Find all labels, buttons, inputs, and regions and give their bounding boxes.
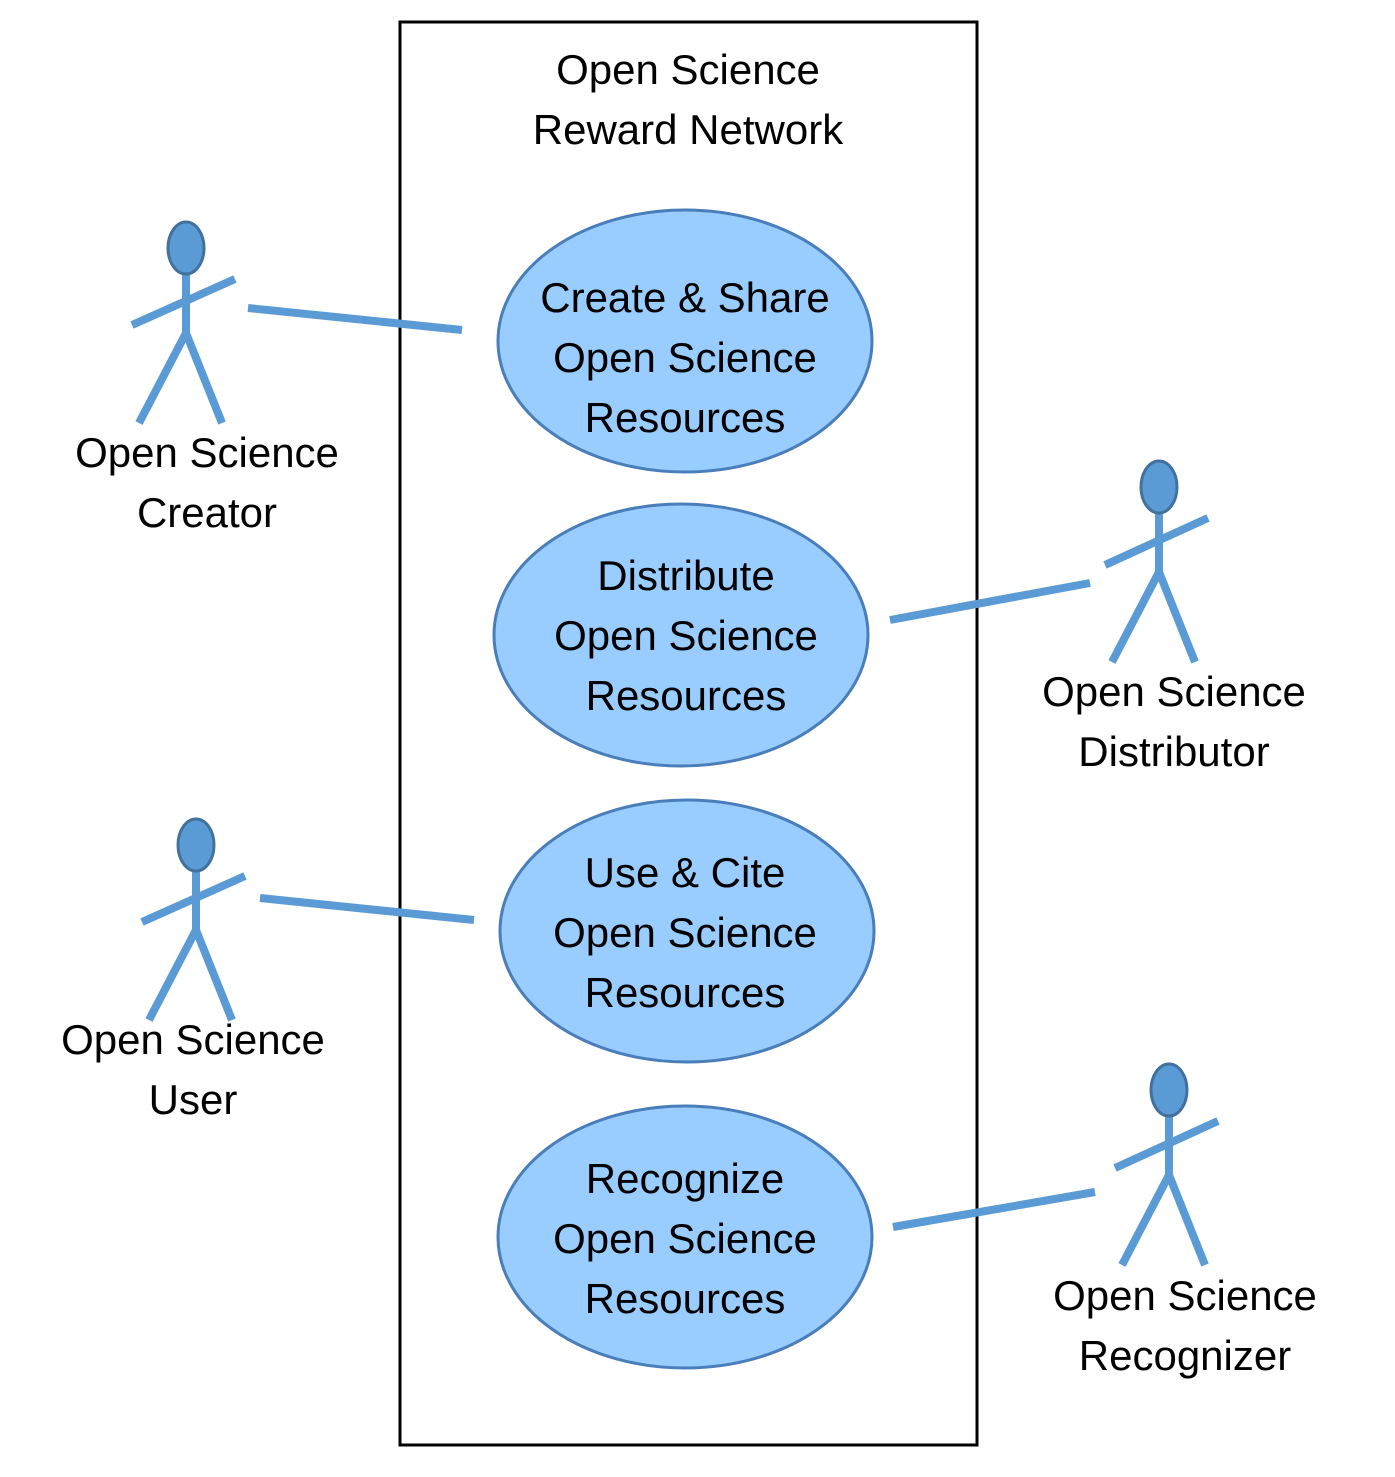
system-title-line: Open Science	[556, 46, 820, 93]
use-case-label-line: Open Science	[553, 1215, 817, 1262]
use-case-ellipse-recognize	[496, 1104, 874, 1370]
actor-recognizer-figure	[1113, 1062, 1220, 1267]
actor-label-line: Open Science	[61, 1016, 325, 1063]
actor-distributor-label: Open Science Distributor	[1024, 662, 1324, 782]
use-case-label-line: Open Science	[553, 334, 817, 381]
use-case-label-line: Distribute	[597, 552, 775, 599]
association-distributor	[889, 579, 1091, 624]
use-case-label-line: Resources	[584, 394, 786, 441]
actor-label-line: Creator	[136, 489, 278, 536]
actor-distributor-figure	[1103, 459, 1210, 664]
actor-label-line: Open Science	[1053, 1272, 1317, 1319]
use-case-label-line: Create & Share	[540, 274, 830, 321]
use-case-ellipse-distribute	[492, 502, 870, 768]
association-user	[259, 894, 475, 924]
actor-label-line: Recognizer	[1078, 1332, 1292, 1379]
use-case-label-line: Recognize	[585, 1155, 785, 1202]
actor-label-line: Open Science	[1042, 668, 1306, 715]
association-recognizer	[892, 1188, 1096, 1231]
system-title-line: Reward Network	[532, 106, 844, 153]
actor-label-line: Open Science	[75, 429, 339, 476]
actor-recognizer-label: Open Science Recognizer	[1035, 1266, 1335, 1386]
use-case-ellipse-create-share	[496, 208, 874, 474]
use-case-use-cite: Use & Cite Open Science Resources	[485, 843, 885, 1023]
system-title: Open Science Reward Network	[488, 40, 888, 160]
use-case-label-line: Open Science	[554, 612, 818, 659]
actor-creator-figure	[130, 220, 237, 425]
actor-user-label: Open Science User	[43, 1010, 343, 1130]
use-case-label-line: Open Science	[553, 909, 817, 956]
use-case-label-line: Use & Cite	[584, 849, 786, 896]
use-case-ellipse-use-cite	[498, 798, 876, 1064]
use-case-label-line: Resources	[584, 969, 786, 1016]
actor-label-line: User	[148, 1076, 238, 1123]
use-case-recognize: Recognize Open Science Resources	[485, 1149, 885, 1329]
use-case-label-line: Resources	[584, 1275, 786, 1322]
use-case-create-share: Create & Share Open Science Resources	[485, 268, 885, 448]
association-creator	[247, 304, 463, 334]
actor-label-line: Distributor	[1078, 728, 1270, 775]
actor-creator-label: Open Science Creator	[57, 423, 357, 543]
use-case-distribute: Distribute Open Science Resources	[486, 546, 886, 726]
actor-user-figure	[140, 817, 247, 1022]
use-case-label-line: Resources	[585, 672, 787, 719]
